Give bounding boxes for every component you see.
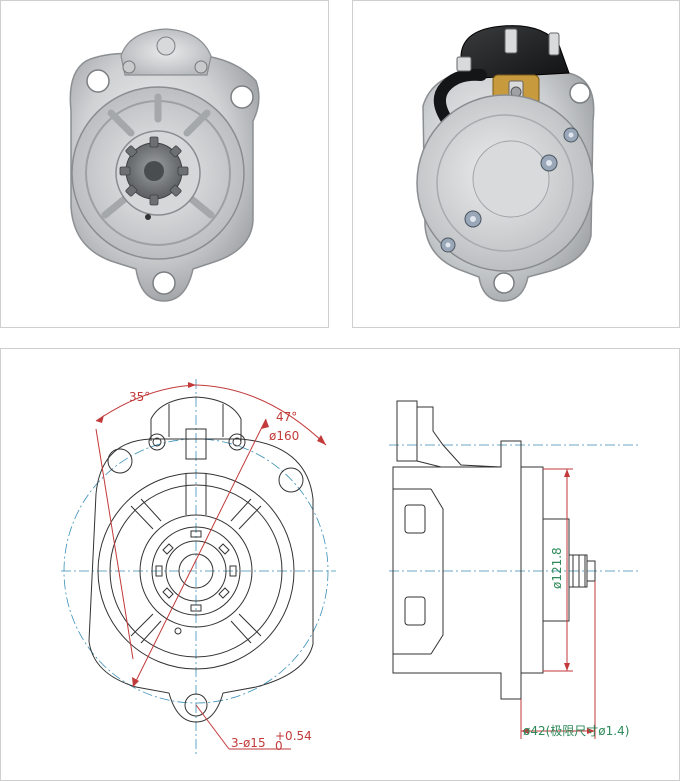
drawing-canvas: 35° 47° ø160 3-ø15 +0.54 0 [61,379,641,754]
starter-rear-illustration [416,25,595,302]
bolt-holes-tol-lower: 0 [275,739,283,753]
bolt-holes-tol-upper: +0.54 [275,729,312,743]
angle-left-label: 35° [129,390,150,404]
angle-right-label: 47° [276,410,297,424]
technical-drawing: 35° 47° ø160 3-ø15 +0.54 0 [0,348,680,781]
front-view: 35° 47° ø160 3-ø15 +0.54 0 [61,379,336,754]
starter-front-photo [0,0,329,328]
bolt-holes-label: 3-ø15 [231,736,266,750]
pinion-gear-icon [119,136,189,206]
side-view: ø121.8 ø42(极限尺寸ø1.4) [389,400,641,739]
bolt-circle-diameter-label: ø160 [269,429,299,443]
pilot-diameter-label: ø121.8 [550,547,564,589]
starter-rear-photo [352,0,680,328]
bottom-dimension-label: ø42(极限尺寸ø1.4) [523,724,629,738]
starter-front-illustration [69,28,260,302]
